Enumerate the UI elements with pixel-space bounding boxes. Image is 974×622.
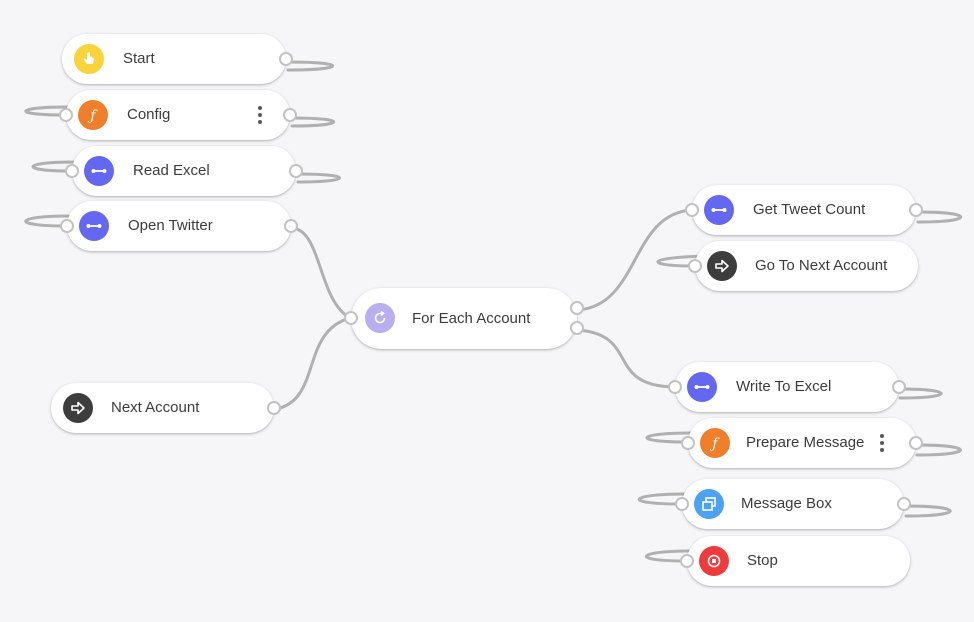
wire-foreach-write [576,328,675,389]
node-label: For Each Account [412,310,531,327]
node-label: Stop [747,552,778,569]
node-read-excel[interactable]: Read Excel [65,146,303,196]
output-port[interactable] [897,497,911,511]
input-port[interactable] [60,219,74,233]
output-port-1[interactable] [570,301,584,315]
arrow-right-icon [707,251,737,281]
node-label: Config [127,106,171,123]
node-config[interactable]: ƒ Config [59,90,297,140]
node-write-to-excel[interactable]: Write To Excel [668,362,906,412]
input-port[interactable] [668,380,682,394]
input-port[interactable] [344,311,358,325]
node-next-account[interactable]: Next Account [51,383,281,433]
output-port[interactable] [284,219,298,233]
output-port[interactable] [267,401,281,415]
wire-msgbox-out-loop [904,504,952,518]
input-port[interactable] [685,203,699,217]
more-options-icon[interactable] [878,434,886,452]
connector-icon [687,372,717,402]
output-port[interactable] [279,52,293,66]
function-icon: ƒ [78,100,108,130]
node-open-twitter[interactable]: Open Twitter [60,201,298,251]
svg-text:ƒ: ƒ [87,108,98,124]
node-label: Open Twitter [128,217,213,234]
output-port[interactable] [909,436,923,450]
more-options-icon[interactable] [256,106,264,124]
input-port[interactable] [675,497,689,511]
input-port[interactable] [688,259,702,273]
output-port[interactable] [283,108,297,122]
stop-icon [699,546,729,576]
node-go-to-next-account[interactable]: Go To Next Account [688,241,918,291]
wire-start-loop [286,60,335,72]
input-port[interactable] [680,554,694,568]
node-label: Write To Excel [736,378,832,395]
input-port[interactable] [59,108,73,122]
node-label: Prepare Message [746,434,865,451]
node-get-tweet-count[interactable]: Get Tweet Count [685,185,923,235]
arrow-right-icon [63,393,93,423]
input-port[interactable] [681,436,695,450]
node-stop[interactable]: Stop [680,536,910,586]
wire-nextaccount-foreach [274,316,352,411]
node-label: Message Box [741,495,832,512]
node-message-box[interactable]: Message Box [675,479,911,529]
node-label: Get Tweet Count [753,201,866,218]
wire-prepare-out-loop [915,443,962,457]
output-port[interactable] [892,380,906,394]
window-icon [694,489,724,519]
input-port[interactable] [65,164,79,178]
node-label: Go To Next Account [755,257,888,274]
connector-icon [84,156,114,186]
wire-write-out-loop [898,387,943,400]
node-prepare-message[interactable]: ƒ Prepare Message [681,418,923,468]
wire-foreach-gettweet [576,208,693,312]
output-port[interactable] [909,203,923,217]
svg-text:ƒ: ƒ [709,436,720,452]
node-label: Next Account [111,399,200,416]
wire-config-out-loop [290,116,335,128]
output-port-2[interactable] [570,321,584,335]
wire-opentwitter-foreach [291,226,352,320]
node-label: Read Excel [133,162,210,179]
wire-gettweet-out-loop [916,210,963,224]
node-start[interactable]: Start [62,34,293,84]
loop-icon [365,303,395,333]
node-for-each-account[interactable]: For Each Account [344,288,584,349]
hand-pointer-icon [74,44,104,74]
node-label: Start [123,50,155,67]
connector-icon [704,195,734,225]
output-port[interactable] [289,164,303,178]
wire-readexcel-out-loop [296,172,341,184]
connector-icon [79,211,109,241]
function-icon: ƒ [700,428,730,458]
